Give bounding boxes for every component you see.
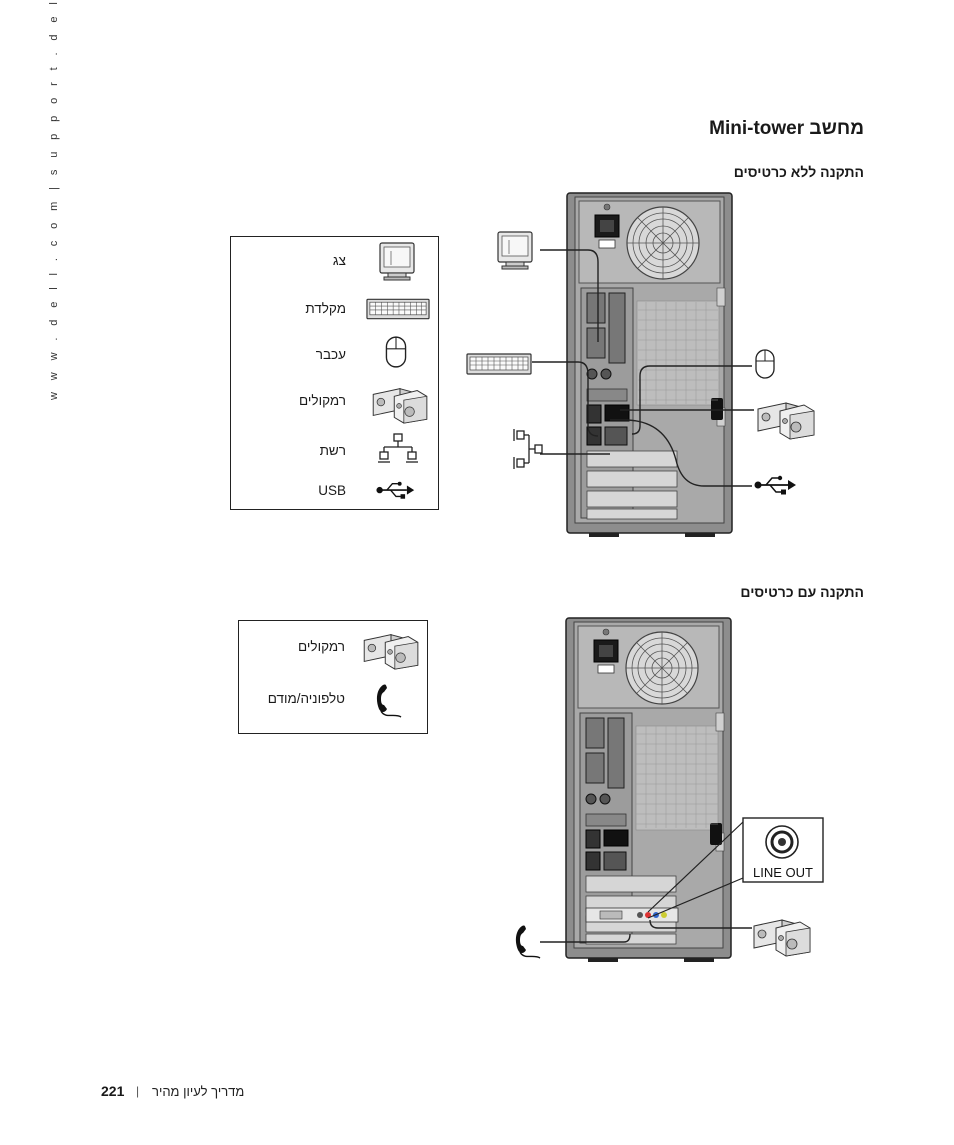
monitor-icon [497, 231, 533, 270]
legend-no-cards: צג מקלדת עכבר רמקולים רשת USB [230, 236, 439, 510]
footer-guide-title: מדריך לעיון מהיר [152, 1084, 245, 1099]
usb-icon [376, 480, 416, 500]
legend-row-mouse: עכבר [231, 335, 438, 375]
diagram-no-cards [466, 192, 815, 538]
legend-row-speakers-2: רמקולים [239, 627, 427, 670]
phone-icon [515, 924, 541, 959]
legend-row-keyboard: מקלדת [231, 289, 438, 329]
keyboard-icon [466, 353, 532, 375]
speakers-icon [372, 388, 428, 424]
page-title: מחשב Mini-tower [709, 118, 864, 139]
mouse-icon [755, 349, 775, 379]
legend-row-network: רשת [231, 431, 438, 471]
legend-row-usb: USB [231, 471, 438, 511]
usb-icon [753, 474, 797, 496]
side-url: w w w . d e l l . c o m | s u p p o r t … [30, 0, 60, 420]
keyboard-icon [366, 298, 430, 320]
phone-icon [376, 683, 402, 718]
mouse-icon [385, 336, 407, 368]
legend-label-monitor: צג [332, 253, 346, 268]
legend-row-speakers: רמקולים [231, 381, 438, 424]
monitor-icon [379, 242, 415, 281]
footer-separator: | [136, 1084, 140, 1098]
speakers-icon [757, 402, 815, 440]
speakers-icon [753, 919, 811, 957]
legend-label-usb: USB [318, 483, 346, 498]
side-url-text: w w w . d e l l . c o m | s u p p o r t … [48, 0, 60, 400]
legend-label-network: רשת [319, 443, 346, 458]
legend-label-phone: טלפוניה/מודם [267, 691, 345, 706]
diagram-with-cards: LINE OUT [515, 617, 824, 963]
line-out-label: LINE OUT [753, 865, 813, 880]
legend-with-cards: רמקולים טלפוניה/מודם [238, 620, 428, 734]
legend-row-monitor: צג [231, 241, 438, 281]
legend-label-mouse: עכבר [315, 347, 346, 362]
legend-label-keyboard: מקלדת [305, 301, 346, 316]
legend-label-speakers-2: רמקולים [298, 639, 345, 654]
section2-heading: התקנה עם כרטיסים [740, 584, 864, 600]
legend-row-phone: טלפוניה/מודם [239, 679, 427, 719]
page-number: 221 [101, 1083, 125, 1099]
speakers-icon [363, 634, 419, 670]
network-icon [378, 433, 418, 463]
network-icon [513, 428, 543, 470]
section1-heading: התקנה ללא כרטיסים [733, 164, 864, 180]
legend-label-speakers: רמקולים [299, 393, 346, 408]
